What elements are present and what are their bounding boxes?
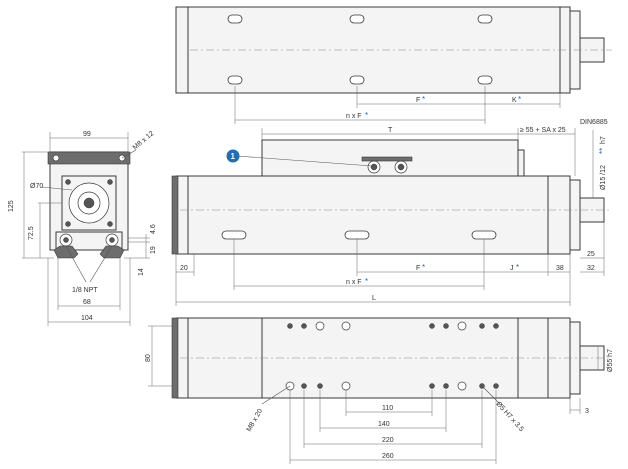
end-view-top-flange xyxy=(47,151,131,165)
dim-110: 110 xyxy=(382,405,393,412)
star-K: * xyxy=(518,95,521,104)
dowel-hole: Ø5 H7 x 3.5 xyxy=(495,401,525,434)
dim-nxF-top: n x F xyxy=(346,113,362,120)
dim-nxF-front: n x F xyxy=(346,279,362,286)
dim-68: 68 xyxy=(83,299,91,306)
front-view: 1 T ≥ 55 + SA x 25 DIN6885 Ø15 /12 ** h7… xyxy=(171,119,612,306)
dim-L: L xyxy=(372,295,376,302)
dim-diameter-70: Ø70 xyxy=(30,183,43,190)
thread-m8x20: M8 x 20 xyxy=(246,408,265,433)
dim-stroke-length: ≥ 55 + SA x 25 xyxy=(520,127,566,134)
star-J: * xyxy=(516,263,519,272)
front-body xyxy=(175,175,571,255)
slot xyxy=(227,75,243,85)
bottom-view: 80 Ø55 h7 3 M8 x 20 Ø5 H7 x 3.5 110 140 … xyxy=(145,317,614,464)
slot xyxy=(349,14,365,24)
shaft-diameter: Ø15 /12 xyxy=(600,165,607,190)
slot xyxy=(227,14,243,24)
star-F-front: * xyxy=(422,263,425,272)
front-endcap xyxy=(569,179,581,251)
thread-m8x12: M8 x 12 xyxy=(132,130,156,151)
dim-140: 140 xyxy=(378,421,390,428)
star-nxF-top: * xyxy=(365,111,368,120)
din-label: DIN6885 xyxy=(580,119,608,126)
dim-3: 3 xyxy=(585,408,589,415)
slot xyxy=(477,75,493,85)
dim-J: J xyxy=(510,265,514,272)
dim-F-front: F xyxy=(416,265,420,272)
dim-32: 32 xyxy=(587,265,595,272)
dim-4-6: 4.6 xyxy=(150,224,157,234)
dim-80: 80 xyxy=(145,354,152,362)
slot xyxy=(344,230,370,240)
dim-125: 125 xyxy=(8,200,15,212)
end-view: 99 M8 x 12 Ø70 125 72.5 4.6 19 14 1/8 NP… xyxy=(8,130,157,326)
star-shaft: ** xyxy=(598,148,607,154)
dim-104: 104 xyxy=(81,315,93,322)
shaft-tolerance: h7 xyxy=(600,136,607,144)
slot xyxy=(221,230,247,240)
dim-diameter-55: Ø55 h7 xyxy=(607,349,614,372)
dim-K: K xyxy=(512,97,517,104)
dim-25: 25 xyxy=(587,251,595,258)
dim-260: 260 xyxy=(382,453,394,460)
dim-20: 20 xyxy=(180,265,188,272)
dim-19: 19 xyxy=(150,246,157,254)
carriage-end xyxy=(517,149,525,177)
dim-T: T xyxy=(388,127,393,134)
dim-38: 38 xyxy=(556,265,564,272)
dim-220: 220 xyxy=(382,437,394,444)
dim-99: 99 xyxy=(83,131,91,138)
star-F-top: * xyxy=(422,95,425,104)
slot xyxy=(477,14,493,24)
dim-72-5: 72.5 xyxy=(28,226,35,240)
thread-npt: 1/8 NPT xyxy=(72,287,98,294)
callout-badge xyxy=(226,149,240,163)
callout-number: 1 xyxy=(231,152,236,161)
slot xyxy=(349,75,365,85)
dim-14: 14 xyxy=(138,268,145,276)
top-view: F * K * n x F * xyxy=(175,6,612,124)
dim-F-top: F xyxy=(416,97,420,104)
star-nxF-front: * xyxy=(365,277,368,286)
slot xyxy=(471,230,497,240)
